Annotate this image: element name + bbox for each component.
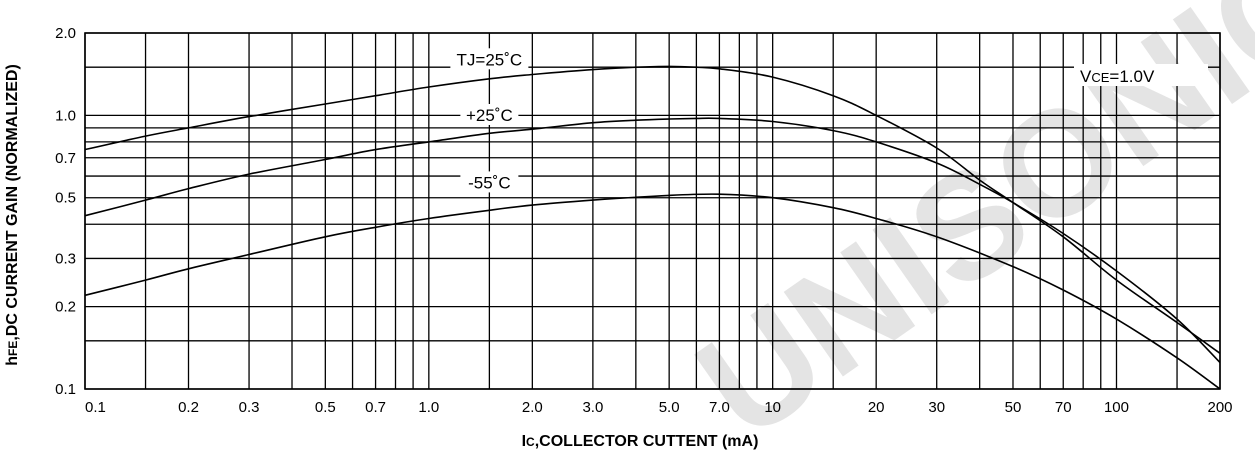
curve-label-1: TJ=25˚C	[457, 50, 523, 69]
x-tick-label: 0.5	[315, 399, 336, 416]
y-axis-title: hFE,DC CURRENT GAIN (NORMALIZED)	[4, 64, 21, 366]
x-tick-label: 1.0	[418, 399, 439, 416]
y-tick-labels: 0.1 0.2 0.3 0.5 0.7 1.0 2.0	[55, 25, 76, 398]
y-tick-label: 0.2	[55, 299, 76, 316]
y-tick-label: 0.7	[55, 150, 76, 167]
x-tick-label: 70	[1055, 399, 1072, 416]
x-tick-label: 200	[1207, 399, 1232, 416]
y-tick-label: 0.5	[55, 190, 76, 207]
y-tick-label: 1.0	[55, 107, 76, 124]
vce-annotation-bg	[1074, 64, 1208, 86]
plot-frame	[84, 32, 1221, 390]
vce-annotation-label: VCE=1.0V	[1080, 67, 1155, 86]
x-tick-label: 0.1	[85, 399, 106, 416]
curve-labels: TJ=25˚C +25˚C -55˚C	[450, 48, 529, 193]
x-tick-label: 50	[1005, 399, 1022, 416]
x-tick-label: 10	[764, 399, 781, 416]
curve-label-bg	[460, 103, 519, 125]
x-tick-label: 0.7	[365, 399, 386, 416]
x-axis-title: IC,COLLECTOR CUTTENT (mA)	[522, 433, 759, 450]
x-tick-label: 2.0	[522, 399, 543, 416]
x-tick-label: 3.0	[582, 399, 603, 416]
curve-label-bg	[460, 171, 519, 193]
x-tick-label: 30	[928, 399, 945, 416]
y-tick-label: 0.1	[55, 381, 76, 398]
x-tick-label: 20	[868, 399, 885, 416]
y-tick-label: 2.0	[55, 25, 76, 42]
curve-label-bg	[450, 48, 529, 70]
x-tick-label: 5.0	[659, 399, 680, 416]
vce-annotation: VCE=1.0V	[1074, 64, 1208, 86]
curve-label-2: +25˚C	[466, 106, 513, 125]
y-tick-label: 0.3	[55, 250, 76, 267]
curves	[84, 65, 1221, 390]
curve-series-2	[84, 117, 1221, 364]
x-tick-label: 100	[1104, 399, 1129, 416]
curve-label-3: -55˚C	[468, 173, 511, 192]
x-tick-label: 0.3	[239, 399, 260, 416]
x-tick-label: 0.2	[178, 399, 199, 416]
x-tick-label: 7.0	[709, 399, 730, 416]
curve-series-3	[84, 193, 1221, 390]
x-tick-labels: 0.1 0.2 0.3 0.5 0.7 1.0 2.0 3.0 5.0 7.0 10 20 30 50 70…	[85, 399, 1233, 416]
